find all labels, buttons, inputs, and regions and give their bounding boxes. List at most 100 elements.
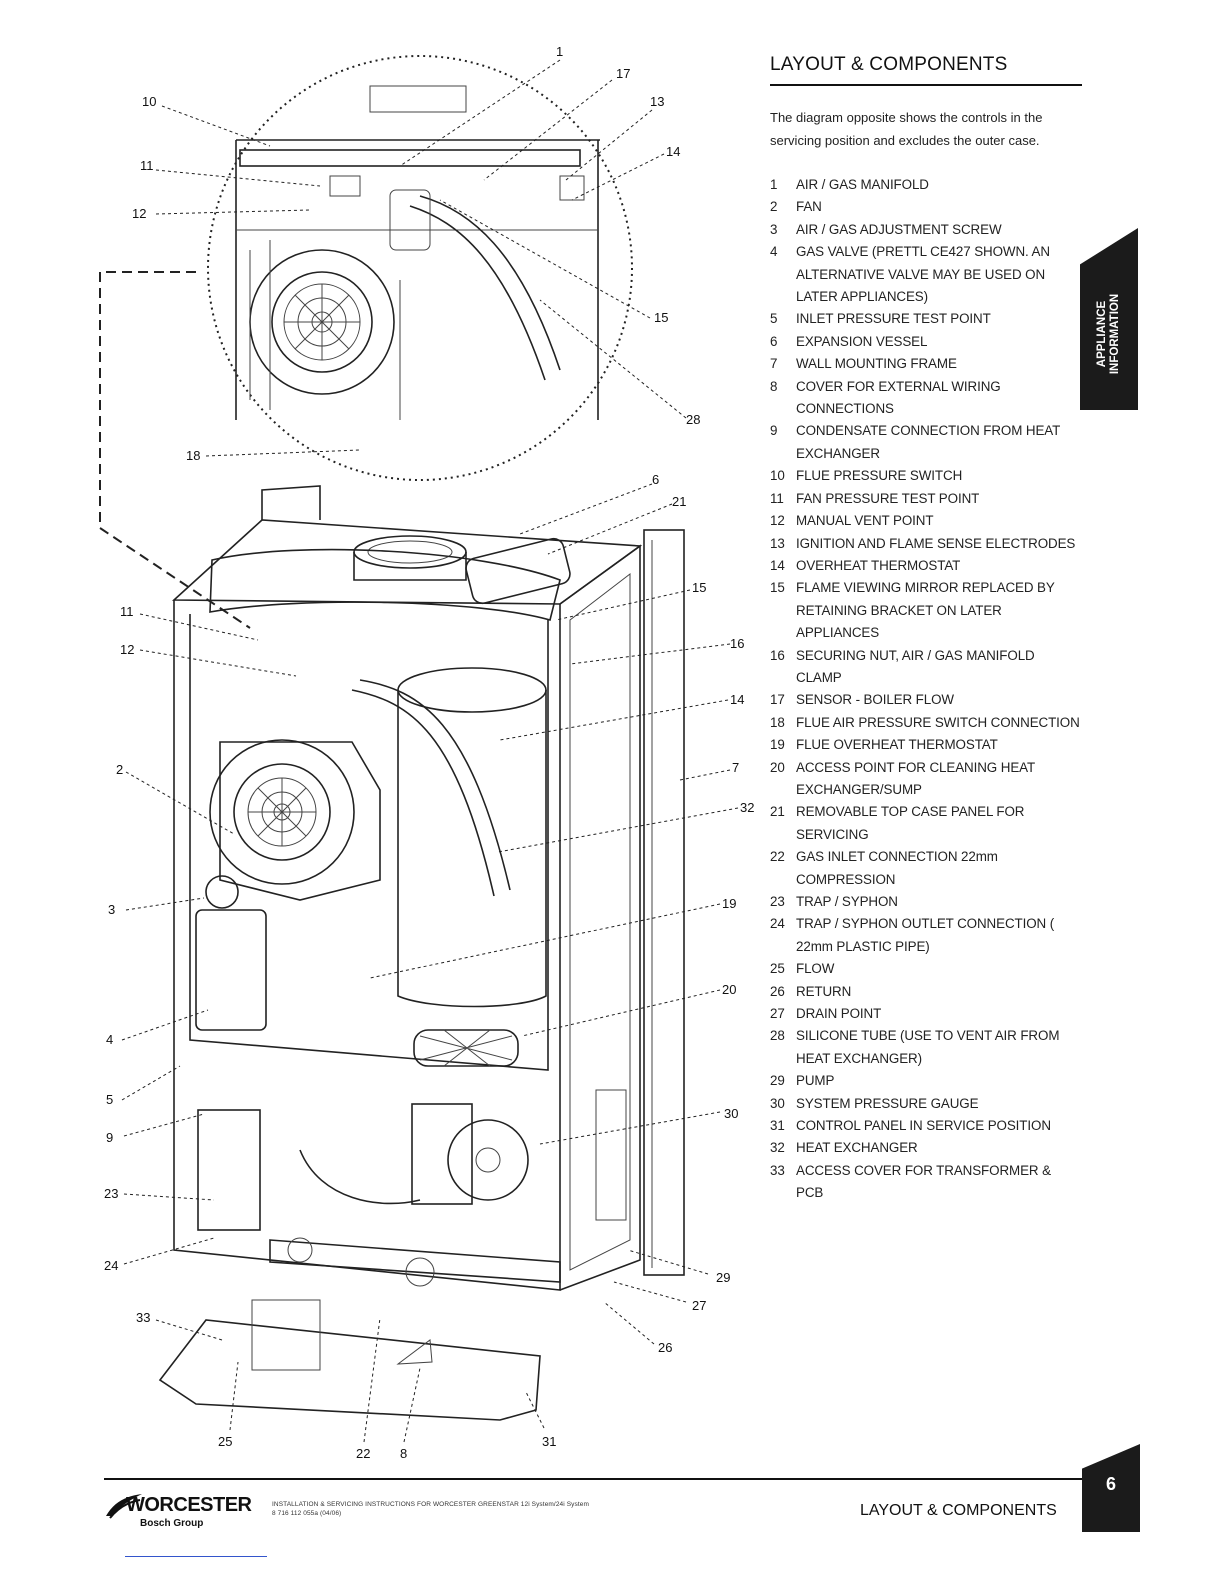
callout-label: 19 — [722, 896, 736, 911]
brand-subtitle: Bosch Group — [140, 1518, 204, 1529]
callout-label: 17 — [616, 66, 630, 81]
item-number: 23 — [770, 894, 785, 909]
list-item: 13 IGNITION AND FLAME SENSE ELECTRODES — [770, 533, 1080, 555]
page-number: 6 — [1105, 1474, 1116, 1494]
item-label: FLAME VIEWING MIRROR REPLACED BY RETAINI… — [796, 580, 1055, 641]
leader-lines — [121, 59, 739, 1443]
item-label: CONDENSATE CONNECTION FROM HEAT EXCHANGE… — [796, 423, 1060, 461]
item-number: 20 — [770, 759, 785, 775]
callout-label: 5 — [106, 1092, 113, 1107]
document-title: INSTALLATION & SERVICING INSTRUCTIONS FO… — [272, 1501, 589, 1508]
callout-label: 18 — [186, 448, 200, 463]
detail-magnifier-circle — [207, 55, 633, 481]
callout-label: 23 — [104, 1186, 118, 1201]
callout-label: 4 — [106, 1032, 113, 1047]
item-label: COVER FOR EXTERNAL WIRING CONNECTIONS — [796, 378, 1001, 417]
swoosh-icon — [106, 1494, 142, 1519]
callout-label: 1 — [556, 44, 563, 59]
item-number: 21 — [770, 804, 785, 820]
item-number: 14 — [770, 557, 785, 573]
section-tab-line1: APPLIANCE — [1096, 300, 1108, 367]
item-number: 13 — [770, 535, 785, 551]
item-label: FAN PRESSURE TEST POINT — [796, 490, 980, 506]
item-number: 1 — [770, 177, 778, 192]
callout-label: 2 — [116, 762, 123, 777]
item-number: 24 — [770, 916, 785, 932]
callout-label: 12 — [132, 206, 146, 221]
item-label: INLET PRESSURE TEST POINT — [796, 311, 991, 327]
footer-section-title: LAYOUT & COMPONENTS — [860, 1502, 1057, 1519]
callout-label: 16 — [730, 636, 744, 651]
item-label: GAS VALVE (PRETTL CE427 SHOWN. AN ALTERN… — [796, 244, 1050, 305]
item-number: 9 — [770, 423, 778, 439]
link-underline[interactable] — [125, 1556, 267, 1557]
list-item: 29 PUMP — [770, 1070, 1080, 1092]
boiler-main-view — [158, 485, 685, 1421]
list-item: 23 TRAP / SYPHON — [770, 891, 1080, 913]
detail-view — [235, 85, 600, 420]
item-label: ACCESS COVER FOR TRANSFORMER & PCB — [796, 1162, 1051, 1201]
page-title: LAYOUT & COMPONENTS — [770, 54, 1082, 86]
item-number: 26 — [770, 983, 785, 999]
brand-logo: WORCESTER Bosch Group — [104, 1490, 264, 1538]
callout-label: 15 — [654, 310, 668, 325]
callout-label: 6 — [652, 472, 659, 487]
callout-label: 15 — [692, 580, 706, 595]
item-label: IGNITION AND FLAME SENSE ELECTRODES — [796, 535, 1076, 551]
item-number: 10 — [770, 468, 785, 484]
item-label: OVERHEAT THERMOSTAT — [796, 557, 961, 573]
list-item: 10 FLUE PRESSURE SWITCH — [770, 465, 1080, 487]
item-label: HEAT EXCHANGER — [796, 1140, 918, 1156]
callout-label: 8 — [400, 1446, 407, 1461]
item-label: SENSOR - BOILER FLOW — [796, 692, 954, 708]
list-item: 25 FLOW — [770, 958, 1080, 980]
item-label: FLUE PRESSURE SWITCH — [796, 468, 963, 484]
callout-label: 20 — [722, 982, 736, 997]
list-item: 26 RETURN — [770, 981, 1080, 1003]
item-label: GAS INLET CONNECTION 22mm COMPRESSION — [796, 849, 998, 887]
callout-label: 32 — [740, 800, 754, 815]
item-number: 30 — [770, 1095, 785, 1111]
item-label: SILICONE TUBE (USE TO VENT AIR FROM HEAT… — [796, 1028, 1060, 1066]
document-reference: INSTALLATION & SERVICING INSTRUCTIONS FO… — [272, 1500, 732, 1518]
callout-label: 21 — [672, 494, 686, 509]
section-tab-label: APPLIANCE INFORMATION — [1096, 293, 1122, 373]
callout-label: 25 — [218, 1434, 232, 1449]
item-label: CONTROL PANEL IN SERVICE POSITION — [796, 1118, 1051, 1134]
list-item: 1 AIR / GAS MANIFOLD — [770, 174, 1080, 196]
item-label: FLOW — [796, 961, 835, 977]
item-label: SECURING NUT, AIR / GAS MANIFOLD CLAMP — [796, 647, 1035, 685]
item-label: PUMP — [796, 1073, 835, 1089]
item-label: WALL MOUNTING FRAME — [796, 356, 957, 372]
list-item: 30 SYSTEM PRESSURE GAUGE — [770, 1093, 1080, 1115]
item-label: RETURN — [796, 983, 852, 999]
item-label: FAN — [796, 199, 822, 215]
item-label: AIR / GAS MANIFOLD — [796, 177, 929, 192]
item-label: TRAP / SYPHON — [796, 894, 898, 909]
item-number: 25 — [770, 961, 785, 977]
callout-label: 24 — [104, 1258, 118, 1273]
callout-label: 7 — [732, 760, 739, 775]
callout-label: 29 — [716, 1270, 730, 1285]
item-label: SYSTEM PRESSURE GAUGE — [796, 1095, 979, 1111]
list-item: 21 REMOVABLE TOP CASE PANEL FOR SERVICING — [770, 801, 1080, 846]
item-number: 29 — [770, 1073, 785, 1089]
item-label: MANUAL VENT POINT — [796, 513, 934, 529]
item-label: REMOVABLE TOP CASE PANEL FOR SERVICING — [796, 804, 1025, 842]
